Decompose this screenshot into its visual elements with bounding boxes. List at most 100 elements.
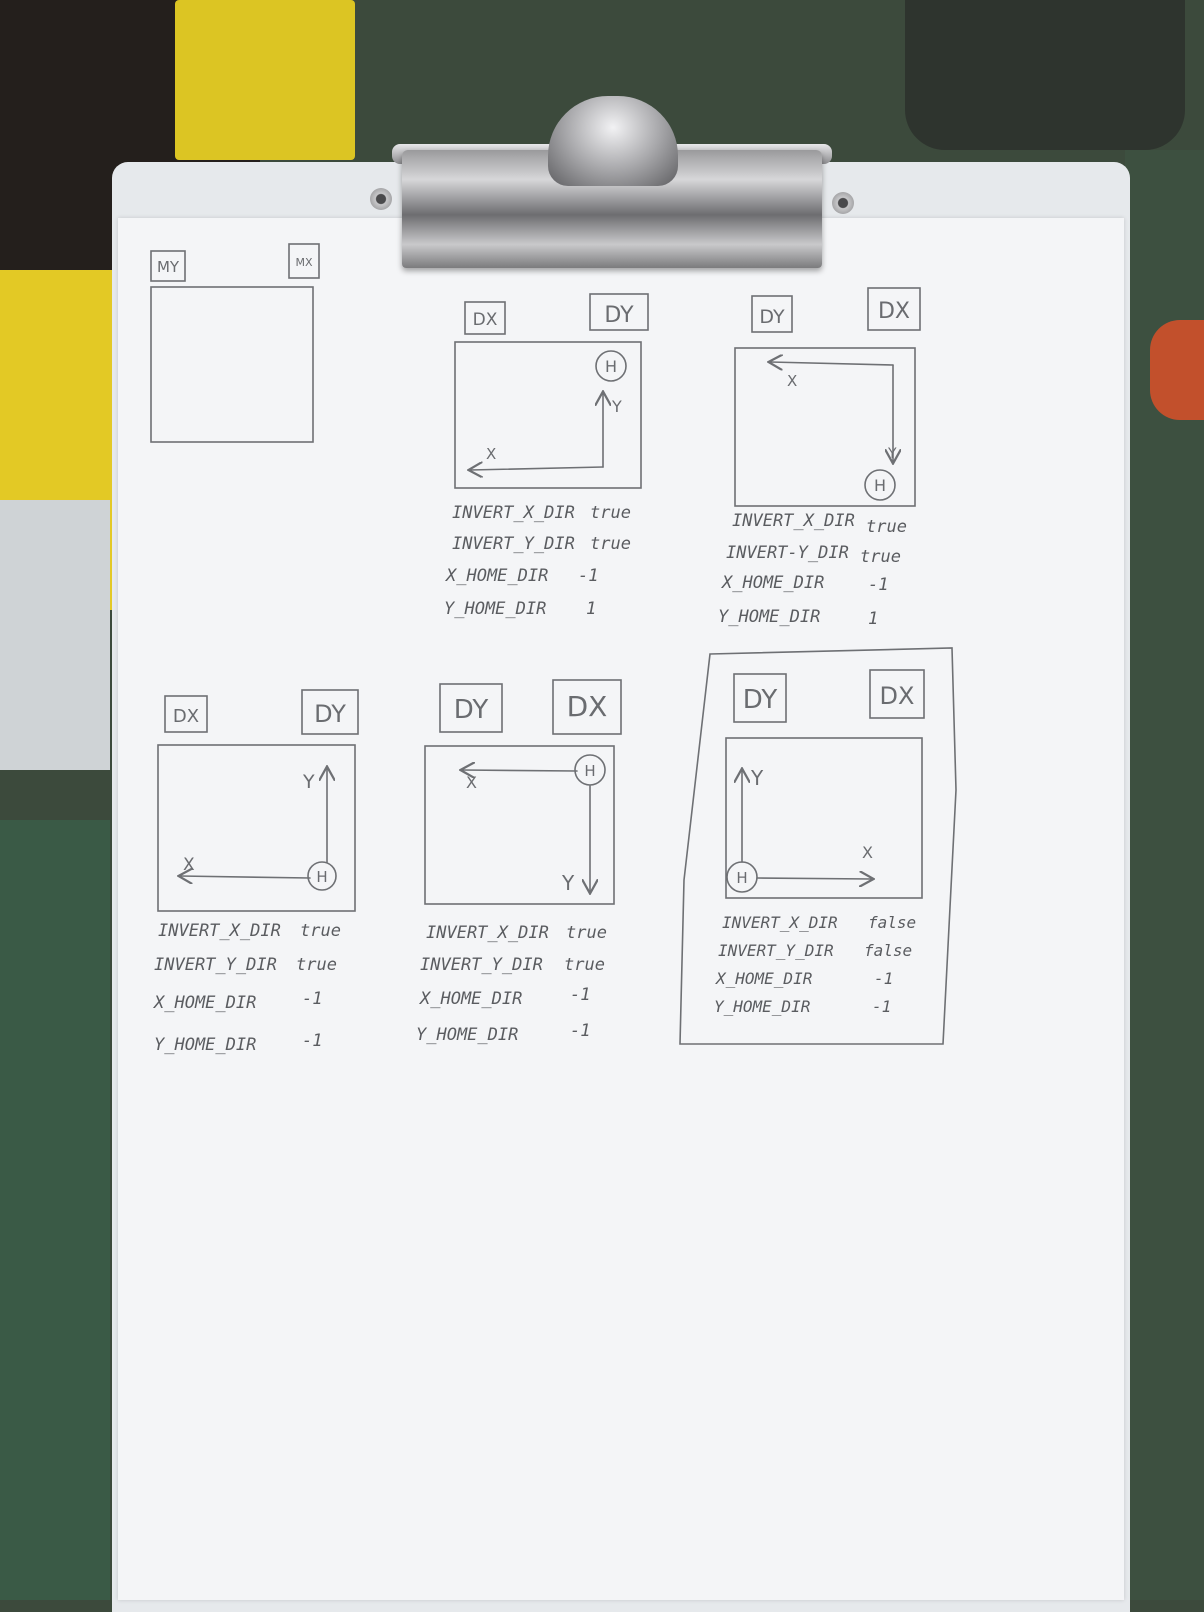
d4-y-label: Y xyxy=(561,871,575,895)
d4-x-arrow xyxy=(462,770,578,771)
d1-x-arrow xyxy=(470,467,604,470)
d2-param-name-2: INVERT-Y_DIR xyxy=(726,543,849,563)
d5-dy-box xyxy=(733,673,787,723)
mx-label: MX xyxy=(295,256,312,269)
d1-param-name-4: Y_HOME_DIR xyxy=(444,599,546,619)
d5-home-label: H xyxy=(736,869,747,887)
clip-grip[interactable] xyxy=(548,96,678,186)
d2-param-name-4: Y_HOME_DIR xyxy=(718,607,820,627)
d2-param-value-3: -1 xyxy=(868,575,888,595)
d5-dy-label: DY xyxy=(743,685,778,715)
d5-outline xyxy=(679,647,957,1045)
d4-x-label: X xyxy=(466,773,477,792)
d3-frame xyxy=(157,744,356,912)
d3-param-value-2: true xyxy=(296,955,337,975)
d3-dy-box xyxy=(301,689,359,735)
d1-param-value-4: 1 xyxy=(586,599,596,619)
background-floor xyxy=(0,820,110,1600)
background-yellow-seat xyxy=(175,0,355,160)
d5-x-arrow xyxy=(756,878,872,879)
d5-param-value-4: -1 xyxy=(872,997,891,1016)
d2-home-circle xyxy=(864,469,896,501)
d4-param-value-3: -1 xyxy=(570,985,590,1005)
rivet-left-icon xyxy=(370,188,392,210)
d5-param-value-3: -1 xyxy=(874,969,893,988)
d3-param-value-3: -1 xyxy=(302,989,322,1009)
d3-param-value-1: true xyxy=(300,921,341,941)
d2-home-label: H xyxy=(874,476,886,495)
d1-dy-label: DY xyxy=(604,303,634,328)
d5-x-label: X xyxy=(862,843,873,862)
d3-dx-box xyxy=(164,695,208,733)
my-box xyxy=(150,250,186,282)
d1-param-name-2: INVERT_Y_DIR xyxy=(452,534,575,554)
d5-param-name-2: INVERT_Y_DIR xyxy=(718,941,834,960)
d5-param-value-1: false xyxy=(868,913,916,932)
d4-dx-box xyxy=(552,679,622,735)
diagram-4: DY DX X H Y INVERT_X_DIR true INVERT_Y_D… xyxy=(416,679,622,1045)
d2-dy-box xyxy=(751,295,793,333)
d1-param-value-2: true xyxy=(590,534,631,554)
d4-param-name-4: Y_HOME_DIR xyxy=(416,1025,518,1045)
d1-param-name-1: INVERT_X_DIR xyxy=(452,503,575,523)
background-office-chair xyxy=(905,0,1185,150)
d3-param-name-1: INVERT_X_DIR xyxy=(158,921,281,941)
d5-home-circle xyxy=(726,861,758,893)
d3-home-circle xyxy=(307,861,337,891)
d2-frame xyxy=(734,347,916,507)
d3-home-label: H xyxy=(316,868,327,886)
d3-y-label: Y xyxy=(302,771,315,793)
d1-param-value-1: true xyxy=(590,503,631,523)
d1-param-value-3: -1 xyxy=(578,566,598,586)
d5-dx-box xyxy=(869,669,925,719)
background-orange-chair xyxy=(1150,320,1204,420)
d3-dy-label: DY xyxy=(314,700,346,728)
my-label: MY xyxy=(157,258,180,276)
d4-frame xyxy=(424,745,615,905)
d1-dx-label: DX xyxy=(473,310,498,330)
d1-param-name-3: X_HOME_DIR xyxy=(444,566,548,586)
rivet-right-icon xyxy=(832,192,854,214)
d2-param-value-4: 1 xyxy=(868,609,878,629)
diagram-5: DY DX Y H X INVERT_X_DIR false INVERT_Y_… xyxy=(679,647,957,1045)
d4-dy-box xyxy=(439,683,503,733)
d4-param-name-1: INVERT_X_DIR xyxy=(426,923,549,943)
d4-dx-label: DX xyxy=(567,690,608,723)
d1-dx-box xyxy=(464,301,506,335)
d3-dx-label: DX xyxy=(173,706,199,727)
d3-param-name-2: INVERT_Y_DIR xyxy=(154,955,277,975)
d2-param-value-2: true xyxy=(860,547,901,567)
d4-dy-label: DY xyxy=(454,695,489,725)
d5-param-name-4: Y_HOME_DIR xyxy=(714,997,810,1016)
d2-x-arrow xyxy=(770,362,894,365)
paper-sheet xyxy=(118,218,1124,1600)
sketch-mx-my: MY MX xyxy=(150,243,320,443)
d4-param-name-2: INVERT_Y_DIR xyxy=(420,955,543,975)
diagram-3: DX DY Y X H INVERT_X_DIR true INVERT_Y_D… xyxy=(152,689,359,1055)
d5-frame xyxy=(725,737,923,899)
empty-frame xyxy=(150,286,314,443)
d1-dy-box xyxy=(589,293,649,331)
d2-y-label: Y xyxy=(887,446,897,462)
d2-param-name-1: INVERT_X_DIR xyxy=(732,511,855,531)
d5-param-name-3: X_HOME_DIR xyxy=(715,969,812,988)
d5-y-label: Y xyxy=(750,766,764,790)
mx-box xyxy=(288,243,320,279)
diagram-1: DX DY H Y X INVERT_X_DIR true INVERT_Y_D… xyxy=(444,293,649,619)
d2-dy-label: DY xyxy=(759,306,785,328)
d4-param-value-1: true xyxy=(566,923,607,943)
d5-param-value-2: false xyxy=(864,941,912,960)
d2-param-name-3: X_HOME_DIR xyxy=(720,573,824,593)
d3-param-name-3: X_HOME_DIR xyxy=(152,993,256,1013)
d4-home-label: H xyxy=(584,762,595,780)
d3-param-name-4: Y_HOME_DIR xyxy=(154,1035,256,1055)
d4-home-circle xyxy=(574,754,606,786)
d1-home-circle xyxy=(595,350,627,382)
d1-x-label: X xyxy=(486,445,496,463)
d2-dx-label: DX xyxy=(878,299,910,324)
d3-x-label: X xyxy=(183,855,195,875)
diagram-2: DY DX X Y H INVERT_X_DIR true INVERT-Y_D… xyxy=(718,287,921,629)
d2-param-value-1: true xyxy=(866,517,907,537)
d1-home-label: H xyxy=(605,357,617,376)
